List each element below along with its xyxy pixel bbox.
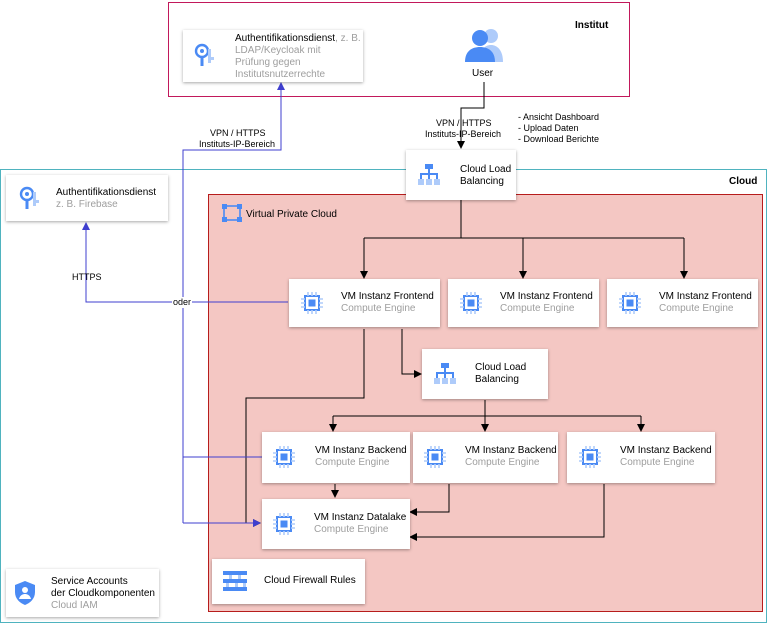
vm-frontend-subtitle-1: Compute Engine (341, 303, 416, 314)
vm-backend-card-2[interactable]: VM Instanz Backend Compute Engine (413, 432, 558, 483)
cpu-chip-icon (460, 292, 482, 314)
institut-zone (168, 2, 630, 97)
institut-auth-title: Authentifikationsdienst (235, 33, 336, 44)
vpc-icon (222, 204, 242, 222)
service-accounts-card[interactable]: Service Accounts der Cloudkomponenten Cl… (6, 569, 159, 617)
edge-lb-to-frontends (364, 199, 684, 239)
institut-auth-title-suffix: , z. B. (335, 33, 361, 44)
service-accounts-line-2: der Cloudkomponenten (51, 588, 155, 599)
cloud-zone-title: Cloud (729, 176, 758, 187)
link-label-institut-auth-1: VPN / HTTPS (210, 128, 266, 138)
load-balancer-top-card[interactable]: Cloud Load Balancing (406, 150, 516, 200)
vm-backend-subtitle-1: Compute Engine (315, 457, 390, 468)
firewall-title: Cloud Firewall Rules (264, 575, 356, 586)
vm-backend-title-3: VM Instanz Backend (620, 445, 712, 456)
load-balancer-mid-card[interactable]: Cloud Load Balancing (422, 349, 548, 399)
institut-auth-card[interactable]: Authentifikationsdienst, z. B. LDAP/Keyc… (183, 30, 363, 82)
user-action-3: - Download Berichte (518, 134, 600, 144)
vm-datalake-title: VM Instanz Datalake (314, 512, 407, 523)
link-label-or: oder (172, 297, 193, 308)
vm-backend-card-1[interactable]: VM Instanz Backend Compute Engine (262, 432, 410, 483)
edge-backend-2-to-datalake (409, 484, 450, 516)
link-label-user-2: Instituts-IP-Bereich (425, 129, 502, 139)
link-label-https: HTTPS (72, 272, 102, 282)
vm-backend-card-3[interactable]: VM Instanz Backend Compute Engine (567, 432, 715, 483)
cloud-auth-card[interactable]: Authentifikationsdienst z. B. Firebase (6, 175, 168, 221)
institut-zone-title: Institut (575, 20, 609, 31)
cloud-zone (0, 169, 767, 623)
load-balancer-icon (434, 363, 456, 384)
user-action-1: - Ansicht Dashboard (518, 112, 600, 122)
users-icon[interactable] (465, 26, 503, 62)
institut-auth-line-1: LDAP/Keycloak mit (235, 45, 321, 56)
vm-frontend-title-3: VM Instanz Frontend (659, 291, 752, 302)
edge-user-to-lb (457, 82, 485, 149)
edge-backend-3-to-datalake (409, 484, 605, 541)
vm-datalake-subtitle: Compute Engine (314, 524, 389, 535)
service-accounts-line-1: Service Accounts (51, 576, 128, 587)
load-balancer-mid-line-1: Cloud Load (475, 362, 527, 373)
cpu-chip-icon (619, 292, 641, 314)
vm-frontend-card-1[interactable]: VM Instanz Frontend Compute Engine (289, 279, 440, 327)
firewall-card[interactable]: Cloud Firewall Rules (212, 559, 365, 604)
user-label: User (472, 68, 494, 79)
vm-frontend-card-3[interactable]: VM Instanz Frontend Compute Engine (607, 279, 758, 327)
link-label-institut-auth-2: Instituts-IP-Bereich (199, 139, 276, 149)
edge-frontend-to-mid-lb (401, 329, 422, 378)
key-icon (194, 43, 214, 66)
edge-to-cloud-auth (82, 222, 288, 303)
vm-frontend-title-1: VM Instanz Frontend (341, 291, 434, 302)
load-balancer-top-line-2: Balancing (460, 176, 504, 187)
user-action-2: - Upload Daten (518, 123, 579, 133)
key-icon (19, 186, 39, 209)
vm-frontend-card-2[interactable]: VM Instanz Frontend Compute Engine (448, 279, 599, 327)
institut-auth-title-line: Authentifikationsdienst, z. B. (235, 33, 361, 45)
institut-auth-line-2: Prüfung gegen (235, 57, 301, 68)
cpu-chip-icon (424, 446, 446, 468)
cpu-chip-icon (301, 292, 323, 314)
vpc-zone-title: Virtual Private Cloud (246, 209, 337, 220)
shield-icon (15, 581, 35, 605)
vm-backend-subtitle-3: Compute Engine (620, 457, 695, 468)
load-balancer-top-line-1: Cloud Load (460, 164, 512, 175)
service-accounts-subtitle: Cloud IAM (51, 600, 98, 611)
vm-frontend-subtitle-3: Compute Engine (659, 303, 734, 314)
cpu-chip-icon (273, 513, 295, 535)
vm-frontend-title-2: VM Instanz Frontend (500, 291, 593, 302)
cpu-chip-icon (273, 446, 295, 468)
load-balancer-mid-line-2: Balancing (475, 374, 519, 385)
vm-frontend-subtitle-2: Compute Engine (500, 303, 575, 314)
edge-mid-lb-to-backends (333, 400, 641, 417)
cloud-auth-subtitle: z. B. Firebase (56, 199, 118, 210)
edge-frontend-to-datalake (245, 329, 365, 527)
cpu-chip-icon (579, 446, 601, 468)
vm-backend-title-2: VM Instanz Backend (465, 445, 557, 456)
load-balancer-icon (418, 164, 440, 185)
vm-backend-subtitle-2: Compute Engine (465, 457, 540, 468)
institut-auth-line-3: Institutsnutzerrechte (235, 69, 326, 80)
vm-backend-title-1: VM Instanz Backend (315, 445, 407, 456)
cloud-auth-title: Authentifikationsdienst (56, 187, 157, 198)
vm-datalake-card[interactable]: VM Instanz Datalake Compute Engine (262, 499, 410, 549)
firewall-icon (223, 571, 247, 591)
link-label-user-1: VPN / HTTPS (436, 118, 492, 128)
edge-to-institut-auth (182, 82, 285, 523)
